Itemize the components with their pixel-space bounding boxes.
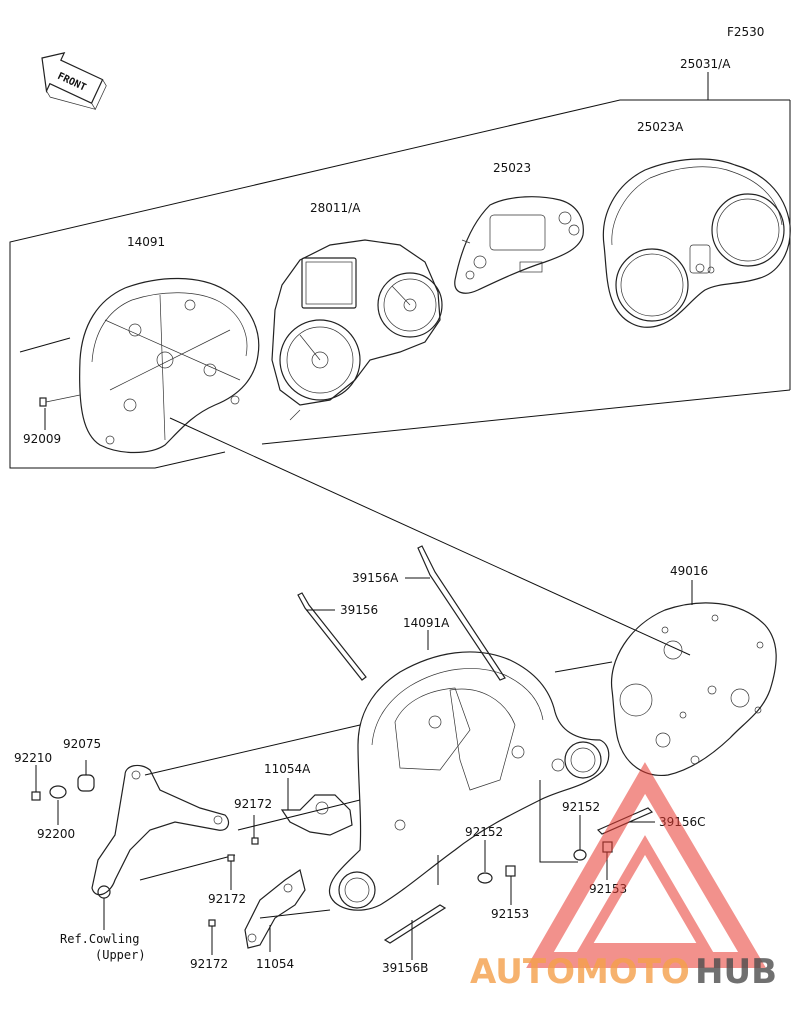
meter-case-14091 bbox=[79, 277, 260, 454]
screw-92172-b bbox=[227, 854, 235, 890]
front-arrow-icon: FRONT bbox=[41, 52, 107, 111]
strip-39156A bbox=[405, 545, 506, 681]
washer-92200 bbox=[49, 785, 67, 825]
strip-39156B bbox=[383, 904, 447, 960]
label-92075: 92075 bbox=[63, 737, 101, 751]
screw-92172-a bbox=[251, 815, 259, 845]
label-39156A: 39156A bbox=[352, 571, 399, 585]
meter-housing-14091A bbox=[328, 630, 610, 911]
label-28011A: 28011/A bbox=[310, 201, 361, 215]
grommet-92075 bbox=[77, 760, 95, 792]
label-92152-b: 92152 bbox=[562, 800, 600, 814]
meter-cover-25023A bbox=[602, 158, 791, 328]
figure-code: F2530 bbox=[727, 25, 764, 39]
label-ref-cowling: Ref.Cowling bbox=[60, 932, 139, 946]
label-25031A: 25031/A bbox=[680, 57, 731, 71]
watermark-text-part2: HUB bbox=[695, 952, 777, 992]
meter-unit-28011A bbox=[271, 239, 443, 421]
meter-window-25023 bbox=[454, 196, 584, 294]
label-92009: 92009 bbox=[23, 432, 61, 446]
label-92200: 92200 bbox=[37, 827, 75, 841]
label-92172-c: 92172 bbox=[190, 957, 228, 971]
screw-92172-c bbox=[208, 919, 216, 955]
label-39156: 39156 bbox=[340, 603, 378, 617]
nut-92210 bbox=[31, 765, 41, 801]
stay-bracket bbox=[91, 764, 230, 930]
watermark-text-part1: AUTOMOTO bbox=[470, 952, 690, 992]
label-39156B: 39156B bbox=[382, 961, 428, 975]
screw-92153-a bbox=[505, 865, 516, 905]
label-92172-b: 92172 bbox=[208, 892, 246, 906]
washer-92152-a bbox=[477, 840, 493, 884]
label-49016: 49016 bbox=[670, 564, 708, 578]
screw-92009 bbox=[39, 394, 81, 430]
label-92152-a: 92152 bbox=[465, 825, 503, 839]
assembly-bracket-25031A bbox=[9, 72, 791, 469]
label-14091: 14091 bbox=[127, 235, 165, 249]
gasket-49016 bbox=[610, 580, 777, 777]
label-11054: 11054 bbox=[256, 957, 294, 971]
strip-39156 bbox=[297, 592, 367, 681]
label-ref-upper: (Upper) bbox=[95, 948, 146, 962]
label-92210: 92210 bbox=[14, 751, 52, 765]
watermark-logo-icon bbox=[526, 762, 766, 968]
bracket-11054 bbox=[244, 869, 306, 952]
label-11054A: 11054A bbox=[264, 762, 311, 776]
label-25023A: 25023A bbox=[637, 120, 684, 134]
washer-92152-b bbox=[573, 815, 587, 861]
label-92172-a: 92172 bbox=[234, 797, 272, 811]
bracket-11054A bbox=[280, 778, 353, 836]
label-25023: 25023 bbox=[493, 161, 531, 175]
label-14091A: 14091A bbox=[403, 616, 450, 630]
label-92153-a: 92153 bbox=[491, 907, 529, 921]
lower-assembly-leaders bbox=[139, 661, 613, 919]
